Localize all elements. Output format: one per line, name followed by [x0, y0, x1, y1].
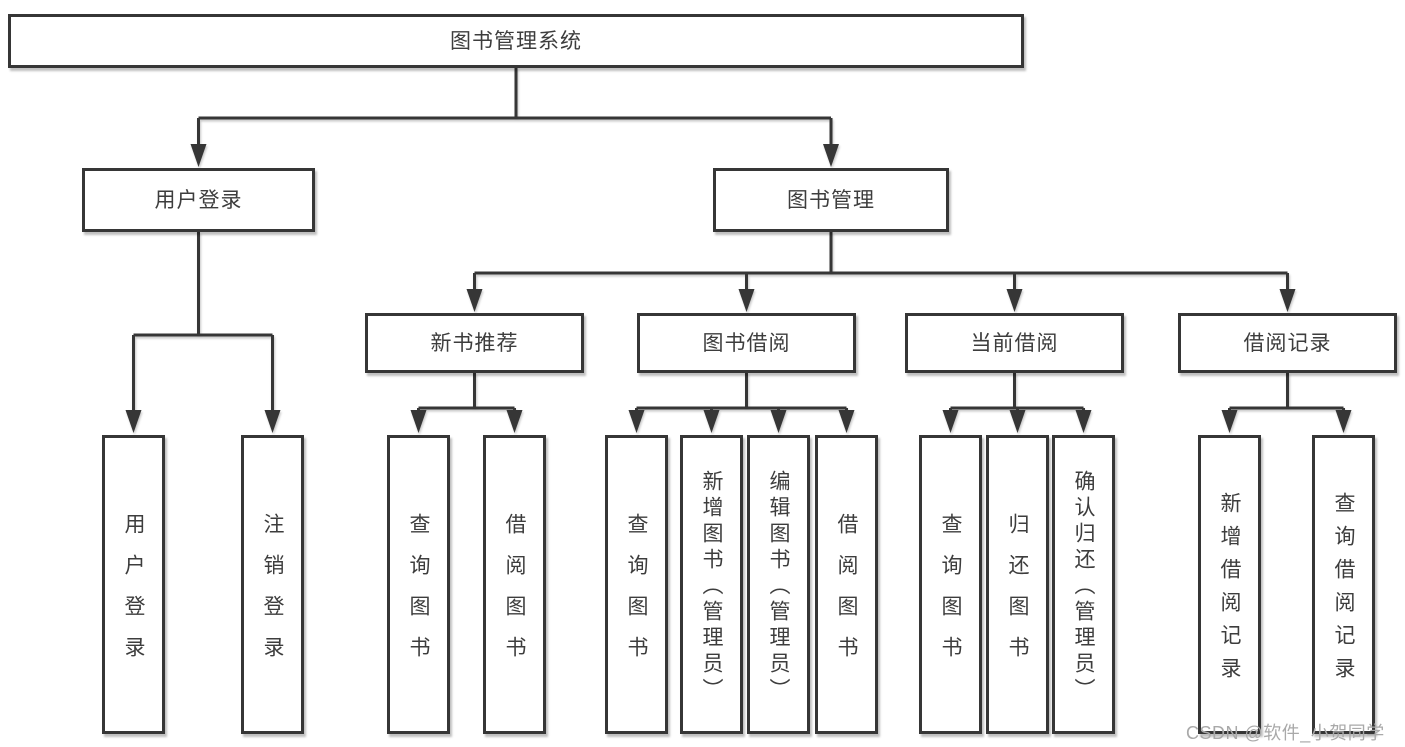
node-book-borrowing: 图书借阅 [637, 313, 856, 373]
leaf-return-books: 归还图书 [986, 435, 1049, 734]
leaf-query-books-current: 查询图书 [919, 435, 982, 734]
node-label: 查询图书 [625, 512, 648, 677]
node-label: 图书管理 [787, 188, 875, 212]
leaf-query-books-recommend: 查询图书 [387, 435, 450, 734]
node-label: 新书推荐 [430, 331, 519, 355]
node-label: 用户登录 [154, 188, 243, 212]
node-label: 借阅图书 [835, 512, 858, 677]
leaf-edit-books-admin: 编辑图书（管理员） [747, 435, 810, 734]
leaf-logout-login: 注销登录 [241, 435, 304, 734]
node-book-management: 图书管理 [713, 168, 949, 232]
node-user-login: 用户登录 [82, 168, 315, 232]
node-label: 用户登录 [122, 512, 145, 677]
node-label: 查询图书 [939, 512, 962, 677]
node-label: 编辑图书（管理员） [767, 470, 790, 704]
node-current-borrowing: 当前借阅 [905, 313, 1124, 373]
leaf-add-books-admin: 新增图书（管理员） [680, 435, 743, 734]
node-label: 新增图书（管理员） [700, 470, 723, 704]
leaf-query-books-borrowing: 查询图书 [605, 435, 668, 734]
leaf-borrow-books-recommend: 借阅图书 [483, 435, 546, 734]
arrowhead-icons [125, 144, 1352, 433]
leaf-add-borrow-record: 新增借阅记录 [1198, 435, 1261, 734]
node-label: 图书借阅 [702, 331, 791, 355]
node-label: 图书管理系统 [450, 29, 582, 53]
node-label: 借阅图书 [503, 512, 526, 677]
node-label: 借阅记录 [1243, 331, 1332, 355]
node-label: 当前借阅 [970, 331, 1059, 355]
node-label: 注销登录 [261, 512, 284, 677]
leaf-confirm-return-admin: 确认归还（管理员） [1052, 435, 1115, 734]
node-library-management-system: 图书管理系统 [8, 14, 1024, 68]
node-label: 确认归还（管理员） [1072, 470, 1095, 704]
leaf-query-borrow-record: 查询借阅记录 [1312, 435, 1375, 734]
csdn-watermark: CSDN @软件_小贺同学 [1186, 723, 1385, 743]
node-label: 归还图书 [1006, 512, 1029, 677]
node-label: 查询借阅记录 [1332, 491, 1355, 690]
leaf-user-login: 用户登录 [102, 435, 165, 734]
leaf-borrow-books: 借阅图书 [815, 435, 878, 734]
node-label: 查询图书 [407, 512, 430, 677]
node-label: 新增借阅记录 [1218, 491, 1241, 690]
node-new-book-recommend: 新书推荐 [365, 313, 584, 373]
node-borrowing-records: 借阅记录 [1178, 313, 1397, 373]
